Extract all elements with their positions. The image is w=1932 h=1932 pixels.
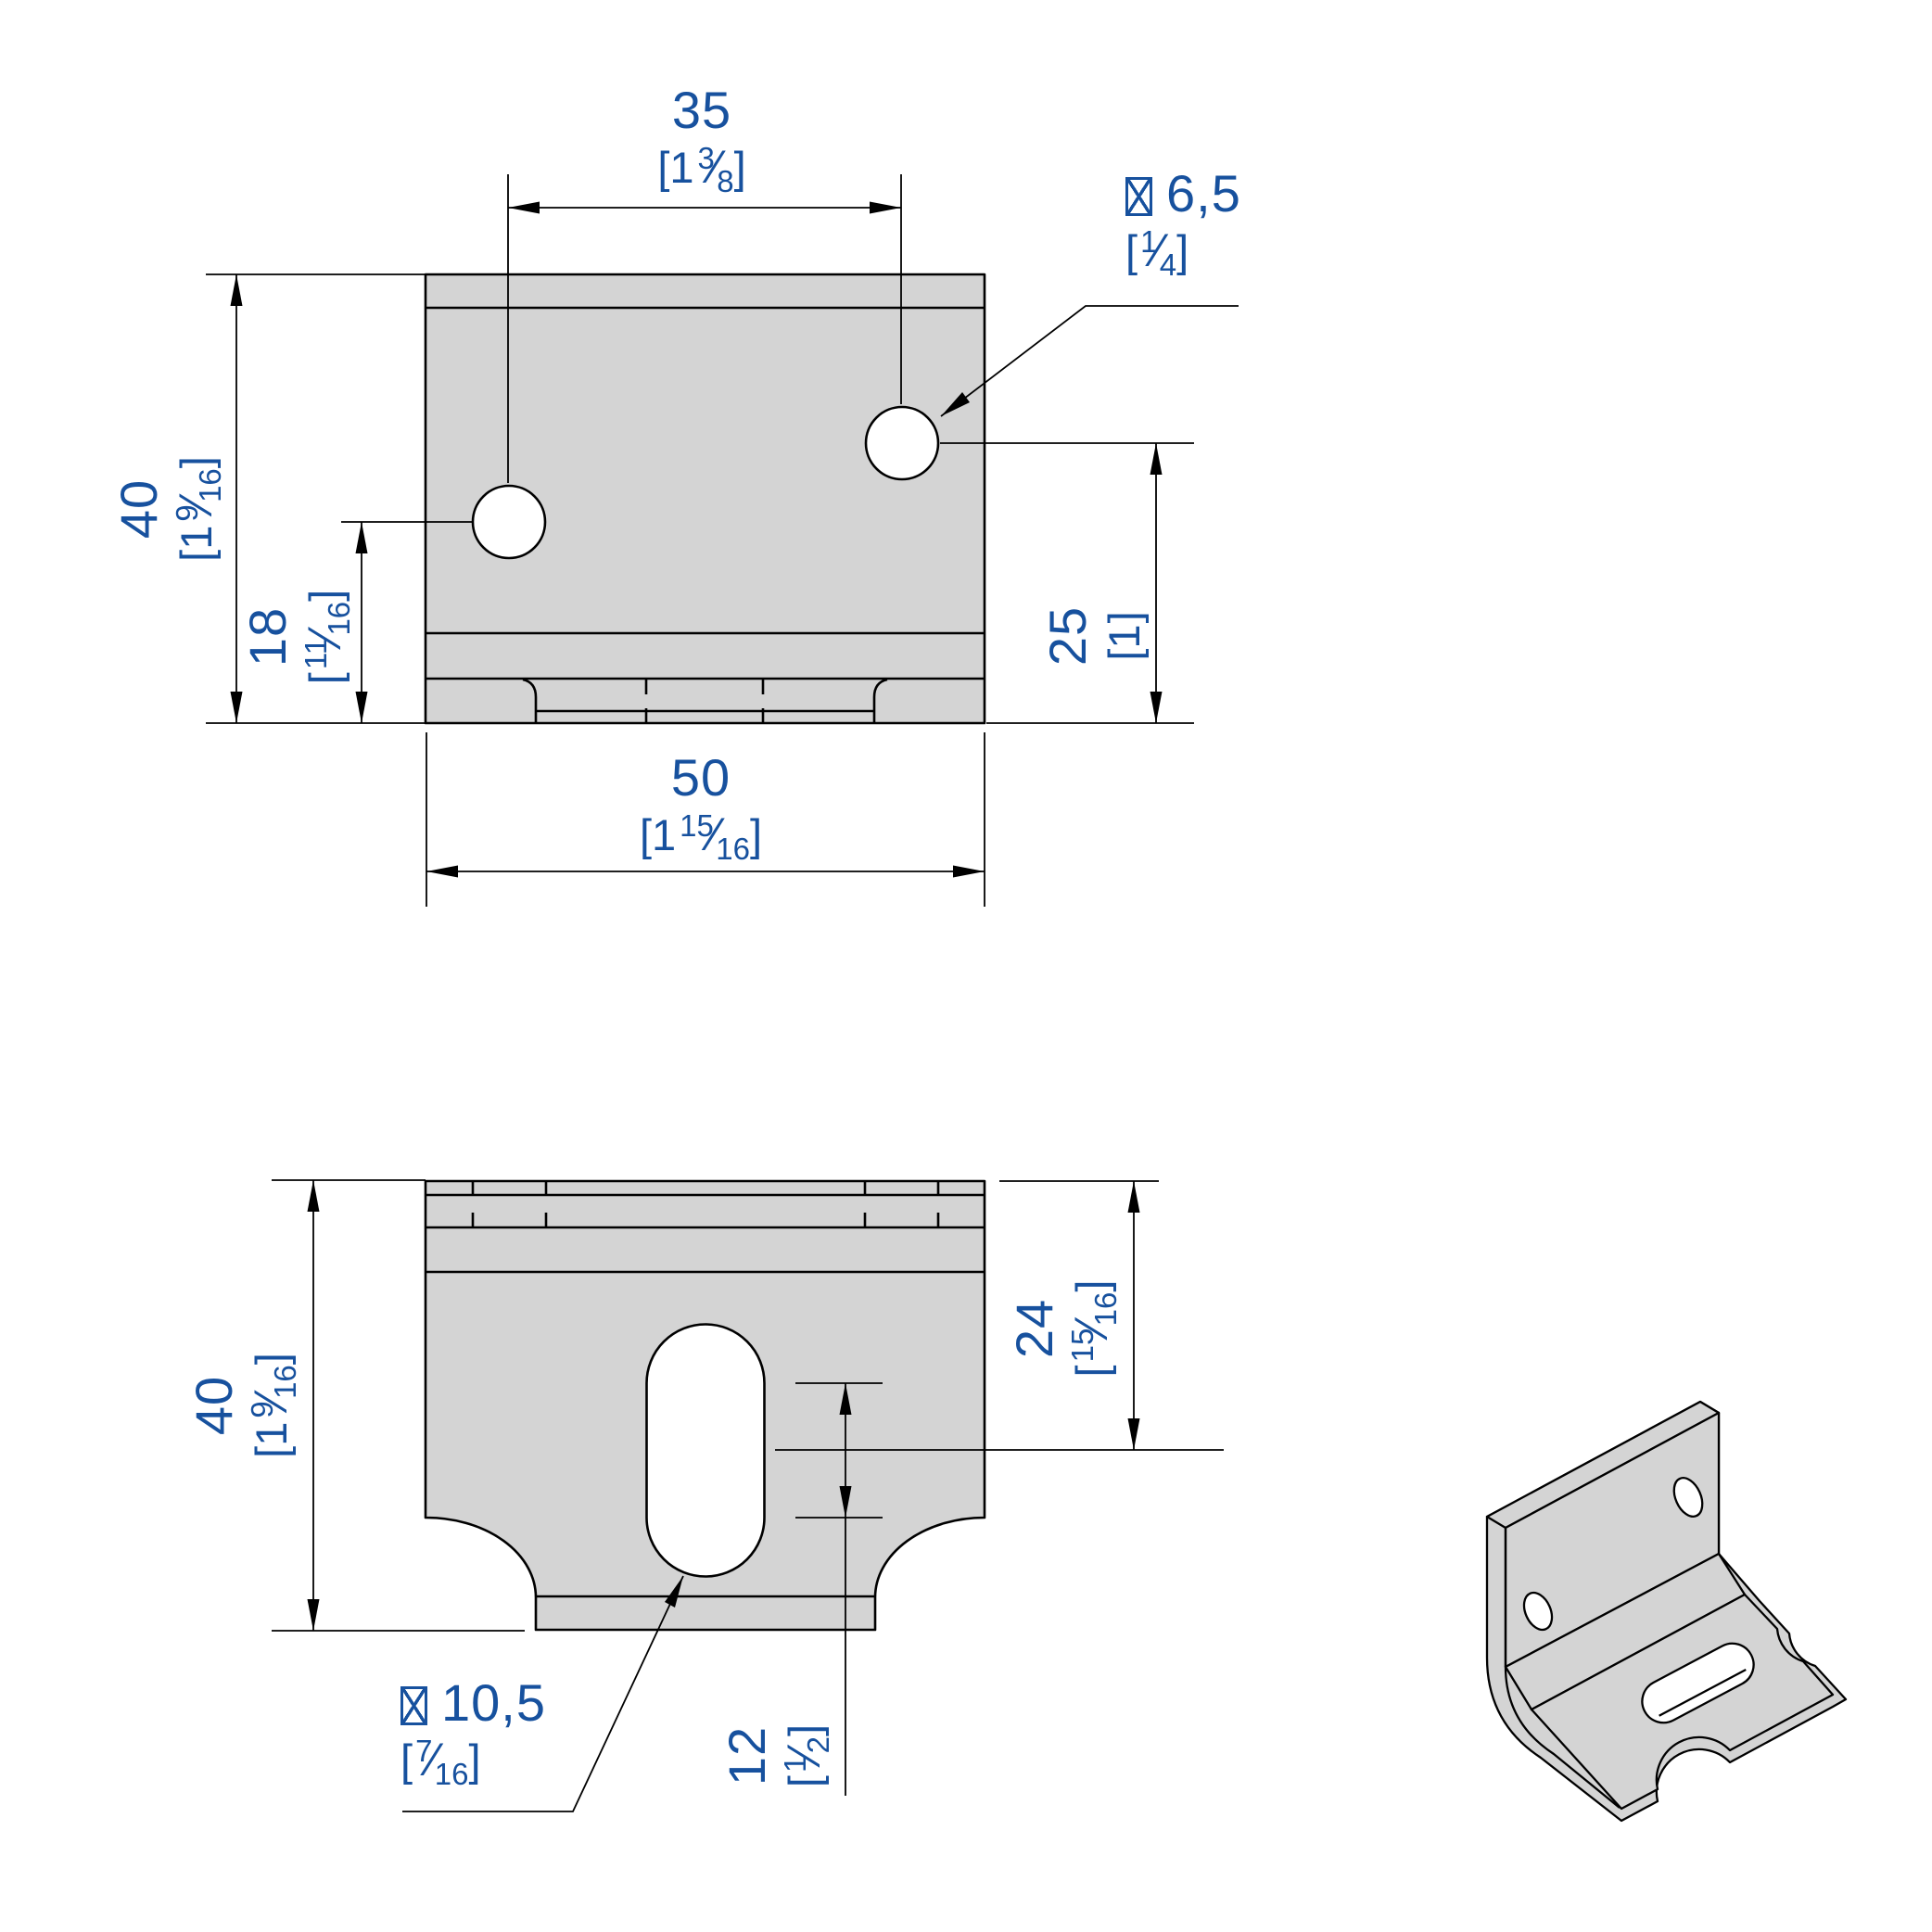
leader-slot-diameter: [402, 1575, 684, 1812]
dim-40-front-metric: 40: [109, 478, 168, 540]
iso-view: [1485, 1400, 1848, 1823]
slot-diameter-metric: 10,5: [400, 1674, 546, 1732]
dim-40-plan-metric: 40: [184, 1375, 243, 1436]
dim-40-front-imperial: 19⁄16: [168, 456, 229, 562]
hole-diameter-metric: 6,5: [1125, 165, 1241, 222]
label-hole-diameter: 6,5 1⁄4: [1125, 165, 1241, 284]
dim-18-imperial: 11⁄16: [297, 590, 358, 684]
slot-diameter-imperial: 7⁄16: [400, 1732, 546, 1793]
dim-18-metric: 18: [238, 606, 297, 667]
front-lip-right-curve: [872, 678, 888, 723]
label-dim-24: 24 15⁄16: [1005, 1280, 1125, 1378]
front-hole-left: [471, 484, 547, 560]
dim-40-plan-height: [272, 1179, 525, 1632]
iso-hole-lower: [1522, 1591, 1554, 1632]
dim-24-top-to-slot-center: [775, 1180, 1224, 1451]
leader-hole-diameter: [940, 305, 1239, 417]
dim-12-imperial: 1⁄2: [776, 1724, 837, 1787]
dim-40-front-height: [206, 273, 426, 724]
front-view-dimensions: [206, 174, 1239, 907]
label-dim-40-front: 40 19⁄16: [109, 456, 229, 562]
plan-view-part: [424, 1179, 986, 1632]
diameter-symbol-icon: [1125, 177, 1152, 216]
hole-diameter-imperial: 1⁄4: [1125, 222, 1241, 284]
dim-40-plan-imperial: 19⁄16: [243, 1353, 304, 1458]
dim-25-metric: 25: [1038, 605, 1097, 667]
iso-slot: [1641, 1642, 1755, 1724]
label-dim-50: 50 115⁄16: [640, 749, 762, 868]
front-lip-left-curve: [522, 678, 538, 723]
dim-24-metric: 24: [1005, 1298, 1063, 1359]
iso-hole-upper: [1672, 1477, 1704, 1518]
dim-25-imperial: 1: [1097, 606, 1152, 666]
label-dim-25: 25 1: [1038, 605, 1152, 667]
plan-view-dimensions: [272, 1179, 1224, 1812]
label-slot-diameter: 10,5 7⁄16: [400, 1674, 546, 1793]
dim-35-metric: 35: [671, 81, 732, 139]
diameter-symbol-icon: [400, 1686, 427, 1725]
dim-35-imperial: 13⁄8: [657, 139, 745, 200]
dim-18-hole1: [341, 521, 474, 723]
iso-slot-depth-line: [1659, 1668, 1747, 1717]
dim-50-width: [426, 732, 985, 907]
dim-50-imperial: 115⁄16: [640, 807, 762, 868]
front-view-part: [424, 273, 986, 725]
dim-35-between-holes: [507, 174, 902, 483]
iso-left-inner-edge-line: [1504, 1528, 1621, 1809]
label-dim-12: 12 1⁄2: [718, 1724, 837, 1787]
plan-slot: [645, 1323, 766, 1578]
front-hole-right: [864, 405, 940, 481]
dim-50-metric: 50: [670, 748, 731, 807]
label-dim-18: 18 11⁄16: [238, 590, 358, 684]
label-dim-40-plan: 40 19⁄16: [184, 1353, 304, 1458]
dim-25-hole2: [940, 442, 1194, 724]
dim-12-metric: 12: [718, 1725, 776, 1786]
dim-12-slot-straight: [795, 1382, 883, 1796]
dim-24-imperial: 15⁄16: [1063, 1280, 1125, 1378]
label-dim-35: 35 13⁄8: [657, 82, 745, 200]
